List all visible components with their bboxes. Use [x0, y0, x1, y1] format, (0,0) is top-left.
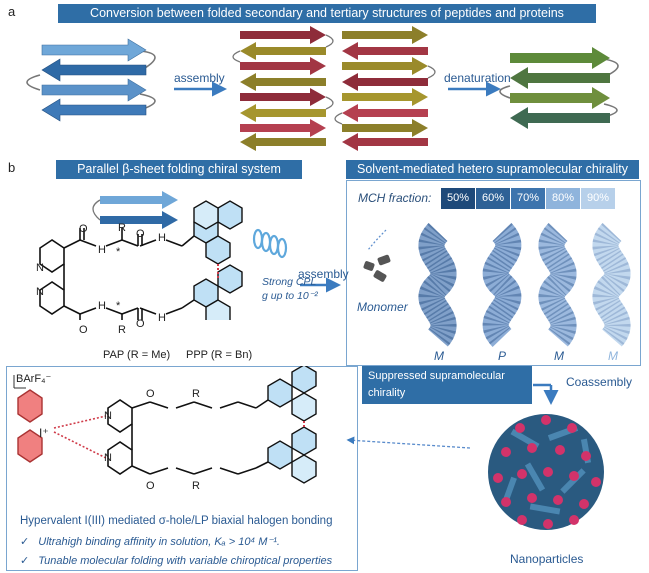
pap-label: PAP (R = Me)	[103, 349, 171, 361]
helix-m-3	[592, 223, 631, 347]
panel-c-n-top: N	[104, 410, 112, 422]
bullet-2-text: Tunable molecular folding with variable …	[38, 555, 333, 567]
nanoparticle-sphere	[488, 414, 604, 530]
helix-label-4: M	[608, 349, 618, 363]
panel-b-letter: b	[8, 160, 16, 175]
bullet-1: ✓ Ultrahigh binding affinity in solution…	[20, 535, 280, 548]
stereocenter-bottom: *	[116, 300, 121, 312]
n-atom-bottom: N	[36, 286, 44, 298]
folded-beta-sheet-blue	[26, 38, 156, 122]
o-atom-1: O	[79, 223, 88, 235]
cpl-line1: Strong CPL	[262, 276, 317, 288]
iodine-label: I⁺	[39, 426, 49, 440]
fraction-50: 50%	[441, 188, 475, 209]
cpl-spiral	[252, 228, 288, 259]
assembly-label-b: assembly	[298, 267, 349, 281]
fraction-80: 80%	[546, 188, 580, 209]
helix-m-1	[418, 223, 457, 347]
nh-3: H	[98, 300, 106, 312]
panel-c-frame	[6, 366, 358, 571]
nh-1: H	[98, 244, 106, 256]
chirality-box-line2: Enhanced intramolecular chirality	[368, 404, 531, 416]
helix-fibers	[363, 223, 631, 347]
folded-beta-sheet-green	[499, 47, 619, 129]
assembled-beta-sheets	[232, 26, 436, 151]
panel-c-caption: Hypervalent I(III) mediated σ-hole/LP bi…	[20, 515, 333, 527]
mini-parallel-sheet	[92, 191, 178, 229]
panel-b-right-banner: Solvent-mediated hetero supramolecular c…	[346, 160, 639, 179]
assembly-label-a: assembly	[174, 71, 225, 85]
bullet-1-text: Ultrahigh binding affinity in solution, …	[38, 536, 280, 548]
cpl-line2: g up to 10⁻²	[262, 290, 318, 302]
helix-p	[482, 223, 522, 347]
panel-b-left-banner: Parallel β-sheet folding chiral system	[56, 160, 302, 179]
panel-c-r-top: R	[192, 388, 200, 400]
denaturation-label: denaturation	[444, 71, 511, 85]
panel-c-o-2: O	[146, 480, 155, 492]
panel-b-right-frame	[346, 180, 641, 366]
panel-c-n-bottom: N	[104, 452, 112, 464]
fraction-70: 70%	[511, 188, 545, 209]
chirality-box-line1: Suppressed supramolecular chirality	[368, 370, 505, 399]
counterion-label: BArF₄⁻	[16, 373, 52, 385]
check-icon: ✓	[20, 536, 30, 548]
pyrene-c-top	[267, 366, 317, 422]
panel-a-letter: a	[8, 4, 16, 19]
helix-label-3: M	[554, 349, 564, 363]
panel-c-graphics	[13, 366, 604, 530]
coassembly-label: Coassembly	[566, 375, 633, 389]
nh-2: H	[158, 232, 166, 244]
chirality-box: Suppressed supramolecular chirality Enha…	[362, 366, 532, 416]
o-atom-4: O	[136, 318, 145, 330]
panel-c-r-bottom: R	[192, 480, 200, 492]
diaryliodonium	[17, 389, 43, 463]
o-atom-3: O	[79, 324, 88, 336]
pyrene-c-bottom	[267, 426, 317, 484]
pap-ppp-molecule	[39, 191, 341, 320]
monomer-label: Monomer	[357, 300, 408, 314]
panel-a-banner: Conversion between folded secondary and …	[58, 4, 596, 23]
mch-fraction-label: MCH fraction:	[358, 191, 432, 205]
ppp-label: PPP (R = Bn)	[186, 349, 253, 361]
panel-a-diagram	[26, 26, 619, 151]
fraction-60: 60%	[476, 188, 510, 209]
helix-label-2: P	[498, 349, 507, 363]
stereocenter-top: *	[116, 246, 121, 258]
nh-4: H	[158, 312, 166, 324]
fraction-90: 90%	[581, 188, 615, 209]
check-icon: ✓	[20, 555, 30, 567]
r-group-bottom: R	[118, 324, 126, 336]
bullet-2: ✓ Tunable molecular folding with variabl…	[20, 554, 332, 567]
panel-c-o-1: O	[146, 388, 155, 400]
r-group-top: R	[118, 222, 126, 234]
helix-m-2	[538, 223, 577, 347]
n-atom-top: N	[36, 262, 44, 274]
helix-label-1: M	[434, 349, 444, 363]
nanoparticles-label: Nanoparticles	[510, 552, 584, 566]
o-atom-2: O	[136, 228, 145, 240]
pyrene-top	[193, 200, 243, 265]
